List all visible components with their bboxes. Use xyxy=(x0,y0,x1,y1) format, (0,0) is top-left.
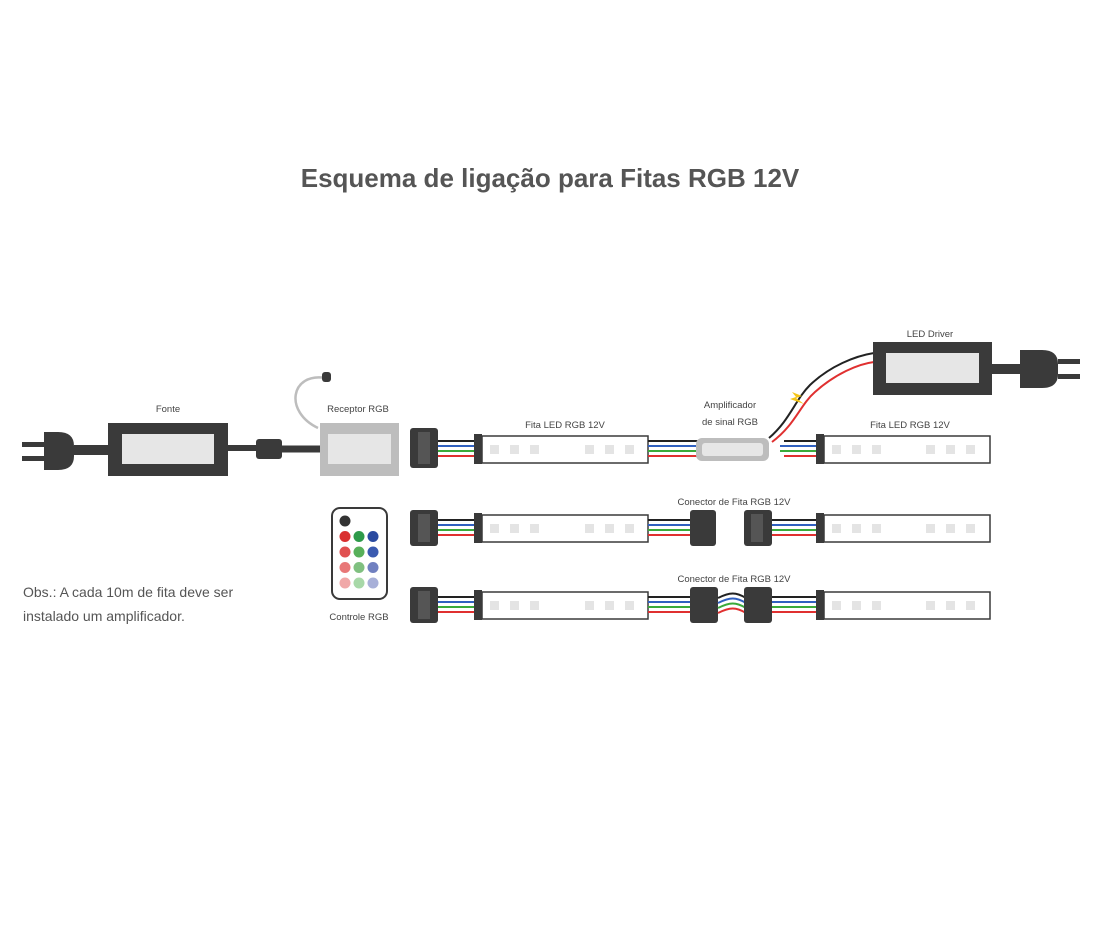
remote-button xyxy=(353,562,365,573)
led-strip-3 xyxy=(474,513,649,543)
row3-connector-left xyxy=(410,587,438,623)
fita-label-2: Fita LED RGB 12V xyxy=(870,420,950,431)
led-strip-4 xyxy=(816,513,991,543)
remote-button xyxy=(339,577,351,589)
remote-button xyxy=(339,562,351,573)
row1-wires-c xyxy=(780,440,818,457)
strip-connector-a xyxy=(690,510,716,546)
driver-wires xyxy=(768,352,875,443)
signal-amplifier xyxy=(696,438,769,461)
row1-connector xyxy=(410,428,438,468)
spark-icon xyxy=(790,392,804,404)
led-strip-1 xyxy=(474,434,649,464)
installation-note: Obs.: A cada 10m de fita deve ser instal… xyxy=(23,584,234,624)
fonte-label: Fonte xyxy=(156,404,180,415)
strip-connector-c xyxy=(690,587,718,623)
dc-cable xyxy=(228,439,322,459)
power-plug-right xyxy=(1020,350,1080,388)
row3-wires-c xyxy=(772,596,818,613)
row3-wires-b xyxy=(648,596,692,613)
led-strip-2 xyxy=(816,434,991,464)
row2-wires-b xyxy=(648,519,692,536)
conector-label-2: Conector de Fita RGB 12V xyxy=(678,574,792,585)
remote-button xyxy=(367,531,379,542)
jumper-cable xyxy=(717,592,747,614)
remote-button xyxy=(367,577,379,589)
remote-button xyxy=(367,562,379,573)
row2-wires-a xyxy=(438,519,476,536)
power-supply xyxy=(108,423,228,476)
controle-label: Controle RGB xyxy=(329,612,388,623)
fita-label-1: Fita LED RGB 12V xyxy=(525,420,605,431)
remote-button xyxy=(339,531,351,542)
remote-button xyxy=(339,515,351,527)
power-plug-left xyxy=(22,432,110,470)
row1-wires-a xyxy=(438,440,476,457)
row2-connector-left xyxy=(410,510,438,546)
row2-wires-c xyxy=(772,519,818,536)
remote-button xyxy=(367,546,379,558)
amplificador-label-1: Amplificador xyxy=(704,400,756,411)
rgb-remote xyxy=(331,507,388,600)
rgb-receiver xyxy=(294,372,399,476)
amplificador-label-2: de sinal RGB xyxy=(702,417,758,428)
strip-connector-d xyxy=(744,587,772,623)
remote-button xyxy=(353,531,365,542)
row3-wires-a xyxy=(438,596,476,613)
remote-button xyxy=(353,546,365,558)
remote-button xyxy=(339,546,351,558)
row1-wires-b xyxy=(648,440,698,457)
antenna-tip xyxy=(322,372,331,382)
remote-button xyxy=(353,577,365,589)
strip-connector-b xyxy=(744,510,772,546)
receiver-antenna xyxy=(294,376,327,430)
led-driver-label: LED Driver xyxy=(907,329,953,340)
led-strip-5 xyxy=(474,590,649,620)
conector-label-1: Conector de Fita RGB 12V xyxy=(678,497,792,508)
led-strip-6 xyxy=(816,590,991,620)
diagram-title: Esquema de ligação para Fitas RGB 12V xyxy=(300,163,800,193)
led-driver xyxy=(873,342,1022,395)
remote-button-grid xyxy=(339,515,379,589)
receptor-label: Receptor RGB xyxy=(327,404,389,415)
